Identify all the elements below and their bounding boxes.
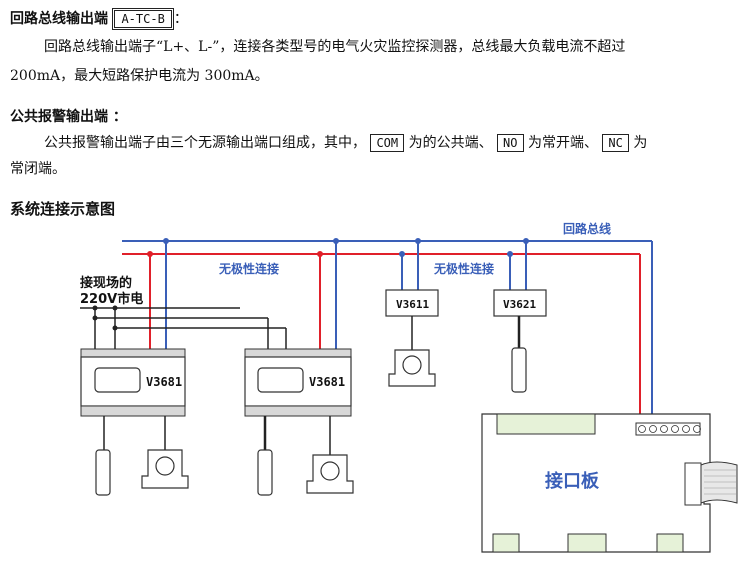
section2-text-b: 为的公共端、 (408, 135, 493, 151)
code-box: A-TC-B (112, 8, 174, 30)
section2-para-line1: 公共报警输出端子由三个无源输出端口组成，其中， COM 为的公共端、 NO 为常… (44, 134, 647, 152)
terminal-block (638, 425, 701, 433)
temperature-probe (95, 449, 111, 496)
sensor-v3621: V3621 (493, 289, 547, 317)
sensor-v3611: V3611 (385, 289, 439, 317)
sensor1-label: V3611 (396, 298, 429, 311)
section2-text-c: 为常开端、 (527, 135, 598, 151)
junction-dot (163, 238, 169, 244)
temperature-probe (257, 449, 273, 496)
section1-colon: ： (173, 11, 188, 27)
ribbon-connector (684, 461, 738, 506)
device-v3681-1: V3681 (80, 348, 186, 417)
junction-dot (333, 238, 339, 244)
junction-dot (112, 305, 118, 311)
power-label-1: 接现场的 (80, 275, 132, 291)
section1-header: 回路总线输出端 A-TC-B： (10, 8, 188, 30)
junction-dot (317, 251, 323, 257)
section2-text-a: 公共报警输出端子由三个无源输出端口组成，其中， (44, 135, 366, 151)
current-transformer-2 (306, 454, 354, 494)
junction-dot (507, 251, 513, 257)
section2-title: 公共报警输出端 ： (10, 109, 127, 125)
diagram-title: 系统连接示意图 (10, 200, 116, 218)
interface-board: 接口板 (481, 413, 738, 553)
nonpolar-label-1: 无极性连接 (218, 261, 279, 276)
device1-label: V3681 (146, 375, 182, 389)
current-transformer-1 (141, 449, 189, 489)
junction-dot (399, 251, 405, 257)
junction-dot (92, 305, 98, 311)
junction-dot (147, 251, 153, 257)
no-box: NO (497, 134, 524, 152)
section2-text-d: 为 (633, 135, 648, 151)
junction-dot (523, 238, 529, 244)
com-box: COM (370, 134, 405, 152)
power-label-2: 220V市电 (80, 291, 143, 307)
nc-box: NC (602, 134, 629, 152)
junction-dot (415, 238, 421, 244)
section1-para-line2: 200mA，最大短路保护电流为 300mA。 (10, 68, 269, 84)
temperature-probe (511, 347, 527, 393)
junction-dot (92, 315, 98, 321)
nonpolar-label-2: 无极性连接 (433, 261, 494, 276)
section1-para-line1: 回路总线输出端子“L+、L-”，连接各类型号的电气火灾监控探测器，总线最大负载电… (44, 39, 626, 55)
board-label: 接口板 (545, 470, 600, 492)
current-transformer-3 (388, 349, 436, 387)
device2-label: V3681 (309, 375, 345, 389)
junction-dot (112, 325, 118, 331)
device-v3681-2: V3681 (244, 348, 352, 417)
sensor2-label: V3621 (503, 298, 536, 311)
section1-title: 回路总线输出端 (10, 11, 108, 27)
bus-label: 回路总线 (563, 221, 611, 236)
section2-para-line2: 常闭端。 (10, 161, 66, 177)
